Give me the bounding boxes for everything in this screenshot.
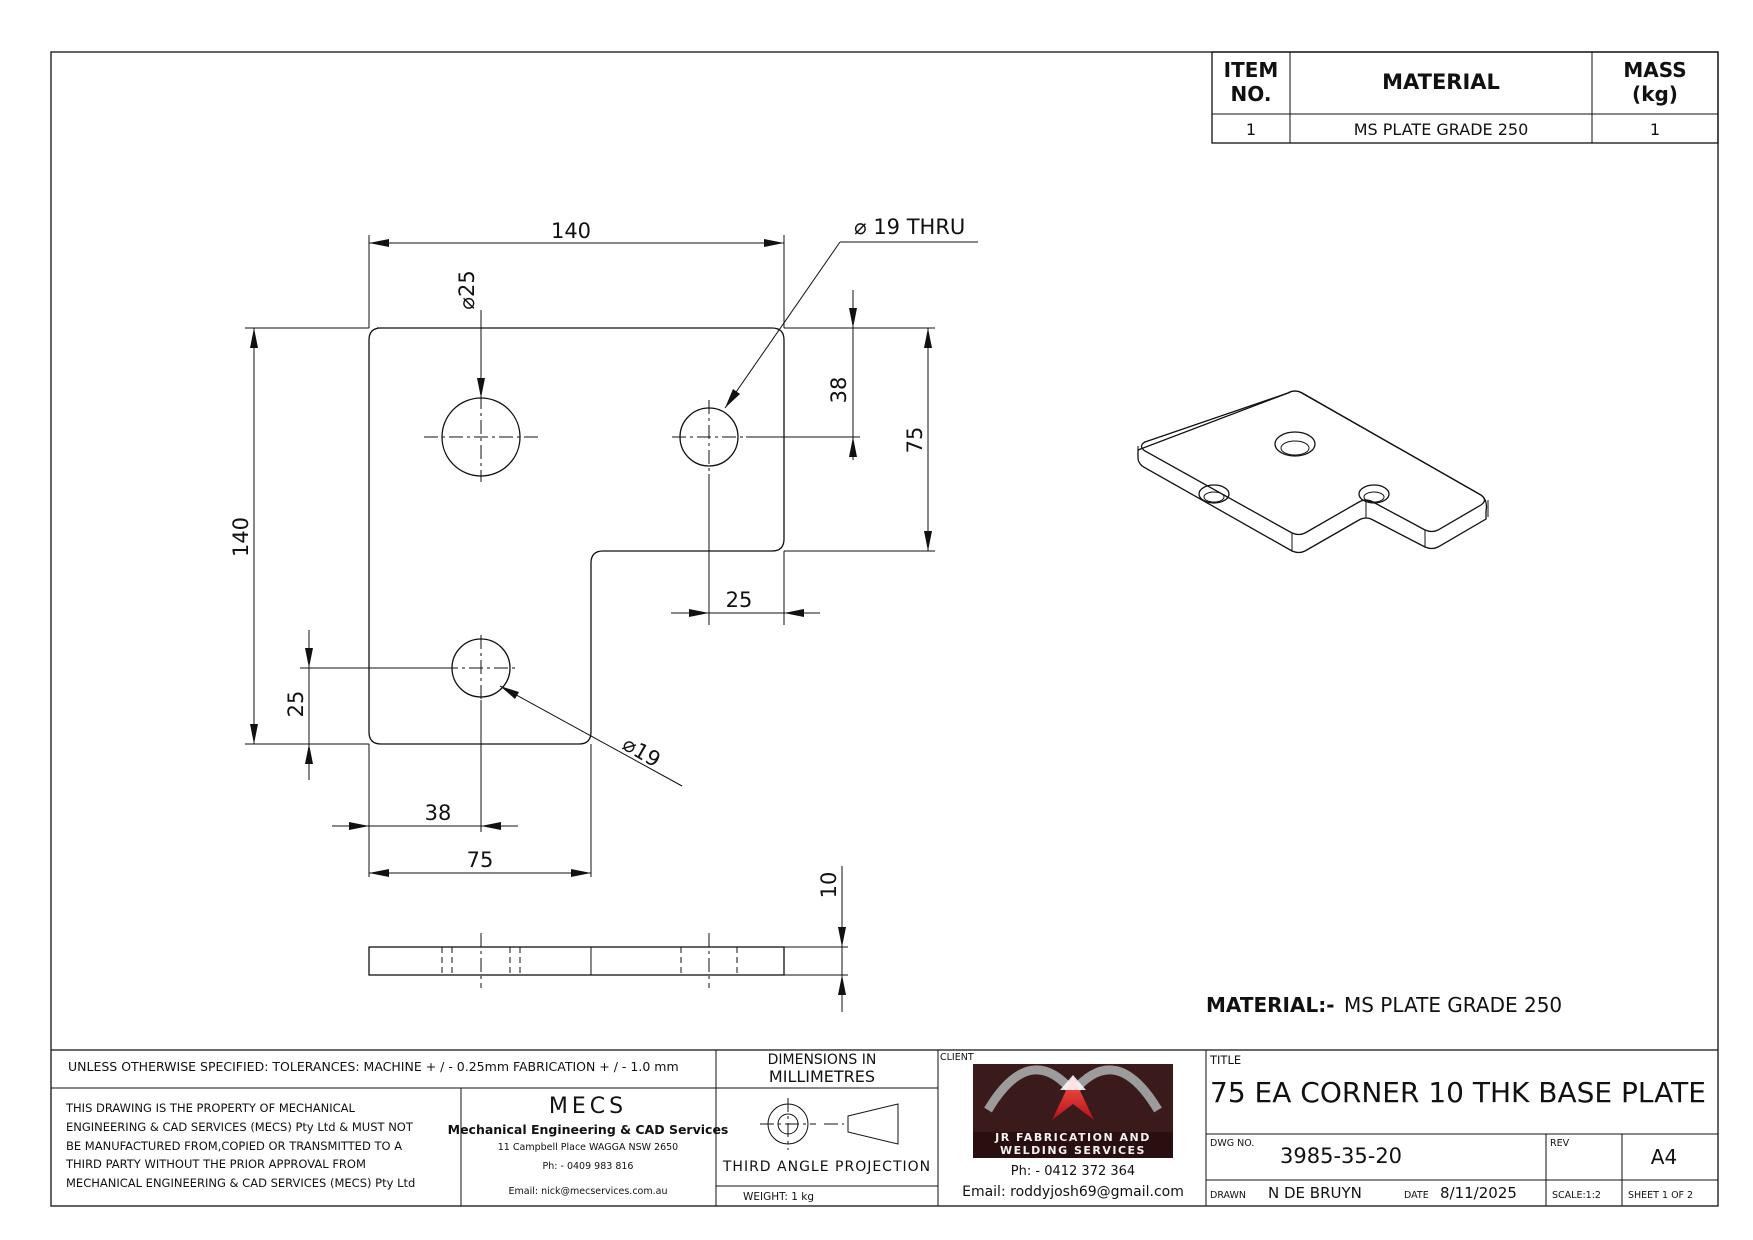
bom-cell-material: MS PLATE GRADE 250: [1354, 120, 1529, 139]
property-notice-line: MECHANICAL ENGINEERING & CAD SERVICES (M…: [66, 1176, 415, 1190]
dim-bottom-75: 75: [369, 848, 591, 877]
dim-hole-large-label: ⌀25: [455, 270, 479, 309]
side-view: 10: [368, 866, 848, 1012]
company-email: Email: nick@mecservices.com.au: [509, 1186, 668, 1197]
side-plate: [368, 946, 785, 976]
company-phone: Ph: - 0409 983 816: [543, 1161, 634, 1172]
third-angle-projection-symbol: [760, 1098, 899, 1150]
bom-header-mass: MASS: [1623, 58, 1686, 82]
bom-header-mass-unit: (kg): [1632, 82, 1678, 106]
bom-header-item-no: NO.: [1231, 82, 1272, 106]
bom-header-item: ITEM: [1224, 58, 1279, 82]
drawing-date: 8/11/2025: [1440, 1184, 1517, 1202]
property-notice-line: ENGINEERING & CAD SERVICES (MECS) Pty Lt…: [66, 1120, 414, 1134]
property-notice-line: THIRD PARTY WITHOUT THE PRIOR APPROVAL F…: [65, 1157, 366, 1171]
bom-cell-item: 1: [1246, 120, 1256, 139]
tolerances-note: UNLESS OTHERWISE SPECIFIED: TOLERANCES: …: [68, 1059, 679, 1074]
company-address: 11 Campbell Place WAGGA NSW 2650: [498, 1142, 678, 1153]
client-logo-line2: WELDING SERVICES: [1000, 1144, 1146, 1157]
dim-left-25: 25: [284, 630, 313, 780]
dim-thickness-label: 10: [817, 872, 841, 899]
units-line1: DIMENSIONS IN: [768, 1052, 877, 1068]
dim-hole-thru-label: ⌀ 19 THRU: [854, 215, 965, 239]
rev-value: A4: [1651, 1145, 1677, 1169]
dim-left-25-label: 25: [284, 691, 308, 718]
rev-label: REV: [1550, 1138, 1570, 1149]
scale-label: SCALE:1:2: [1552, 1190, 1601, 1201]
property-notice-line: BE MANUFACTURED FROM,COPIED OR TRANSMITT…: [66, 1139, 402, 1153]
dim-hole-small-label: ⌀19: [618, 732, 664, 772]
dim-right-75: 75: [903, 328, 932, 551]
drawn-label: DRAWN: [1210, 1190, 1246, 1201]
dim-bottom-25: 25: [671, 588, 820, 617]
dim-top-width: 140: [369, 219, 784, 247]
client-logo: JR FABRICATION AND WELDING SERVICES: [973, 1064, 1173, 1158]
dim-top-width-label: 140: [551, 219, 591, 243]
units-line2: MILLIMETRES: [769, 1067, 875, 1086]
dim-right-75-label: 75: [903, 427, 927, 454]
dwg-no: 3985-35-20: [1280, 1144, 1402, 1168]
material-note-value: MS PLATE GRADE 250: [1344, 993, 1562, 1017]
dim-bottom-38-label: 38: [425, 801, 452, 825]
dim-bottom-75-label: 75: [467, 848, 494, 872]
extension-lines: [245, 235, 935, 877]
dim-bottom-25-label: 25: [726, 588, 753, 612]
dim-right-38-label: 38: [827, 377, 851, 404]
bom-table: ITEM NO. MATERIAL MASS (kg) 1 MS PLATE G…: [1211, 51, 1719, 144]
property-notice-line: THIS DRAWING IS THE PROPERTY OF MECHANIC…: [65, 1101, 355, 1115]
drawn-by: N DE BRUYN: [1268, 1184, 1362, 1202]
dim-hole-thru: ⌀ 19 THRU: [724, 215, 978, 409]
isometric-view: [1137, 390, 1489, 554]
dim-bottom-38: 38: [332, 801, 518, 830]
weight-label: WEIGHT: 1 kg: [743, 1191, 814, 1203]
dim-right-38: 38: [827, 290, 857, 460]
dim-left-height-label: 140: [229, 517, 253, 557]
company-name: Mechanical Engineering & CAD Services: [448, 1122, 729, 1137]
title-block: UNLESS OTHERWISE SPECIFIED: TOLERANCES: …: [51, 1049, 1718, 1206]
dim-left-height: 140: [229, 328, 258, 744]
client-email: Email: roddyjosh69@gmail.com: [962, 1184, 1184, 1200]
hole-dia19-right: [672, 400, 746, 474]
client-phone: Ph: - 0412 372 364: [1011, 1164, 1135, 1179]
dwg-no-label: DWG NO.: [1210, 1138, 1254, 1149]
sheet-label: SHEET 1 OF 2: [1628, 1190, 1693, 1201]
date-label: DATE: [1404, 1190, 1429, 1201]
dim-hole-large: ⌀25: [455, 270, 485, 398]
hole-dia19-bottom: [444, 635, 518, 700]
client-label: CLIENT: [940, 1052, 974, 1063]
plate-outline: [368, 327, 785, 745]
bom-cell-mass: 1: [1650, 120, 1660, 139]
bom-header-material: MATERIAL: [1382, 70, 1500, 94]
sheet-border: [50, 51, 1719, 1207]
drawing-title: 75 EA CORNER 10 THK BASE PLATE: [1210, 1076, 1706, 1109]
client-logo-line1: JR FABRICATION AND: [994, 1131, 1151, 1144]
plan-view: 140 140 ⌀25 ⌀ 19 THRU 38: [229, 215, 978, 877]
title-label: TITLE: [1209, 1053, 1241, 1067]
projection-label: THIRD ANGLE PROJECTION: [722, 1159, 931, 1175]
hole-dia25: [424, 395, 538, 482]
material-note-label: MATERIAL:-: [1206, 993, 1335, 1017]
company-logo: MECS: [549, 1094, 627, 1119]
